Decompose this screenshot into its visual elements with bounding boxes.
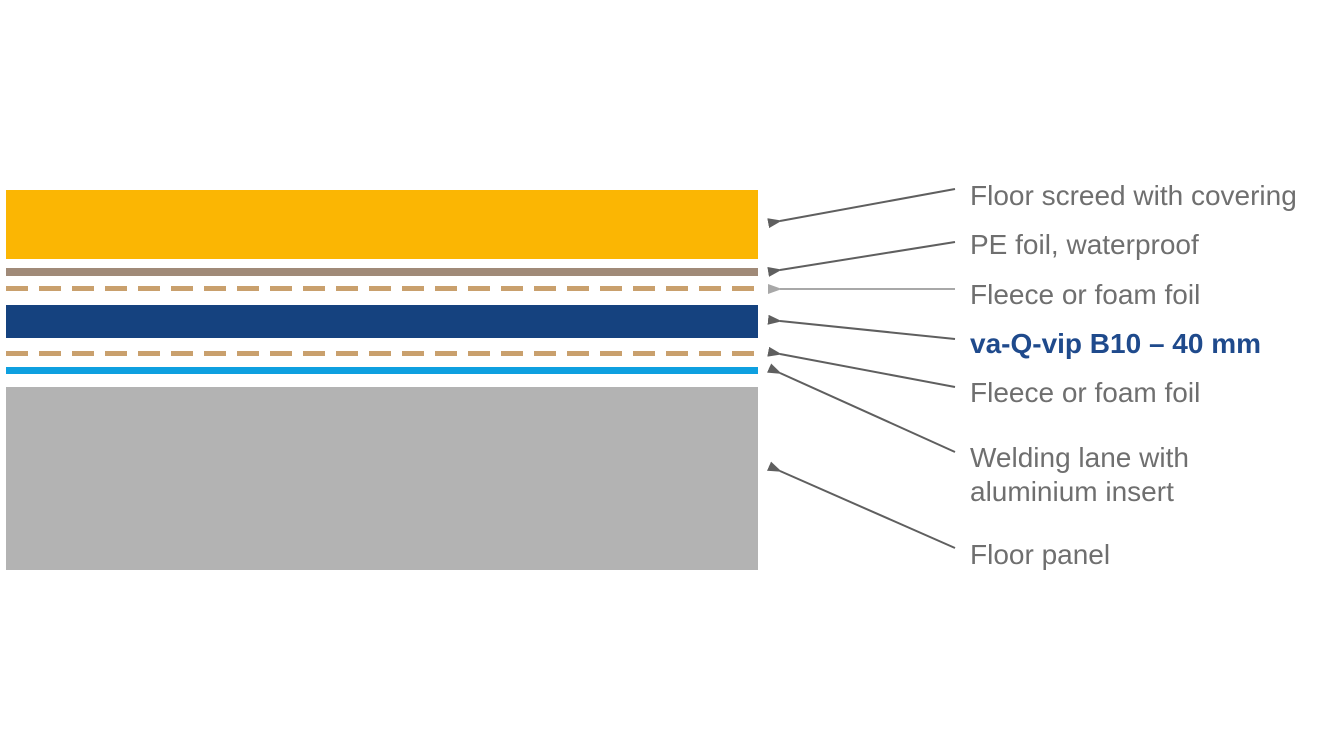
fleece-foam-foil-layer-bottom [6,351,758,356]
label-pe-foil: PE foil, waterproof [970,229,1199,260]
leader-pe-foil [767,241,956,277]
fleece-foam-foil-layer-top [6,286,758,291]
floor-panel-layer [6,387,758,570]
floor-screed-layer [6,190,758,259]
leader-fleece-bottom [767,346,956,388]
label-vip-panel: va-Q-vip B10 – 40 mm [970,328,1262,359]
leader-welding-lane [767,363,956,453]
label-fleece-bottom: Fleece or foam foil [970,377,1201,408]
pe-foil-layer [6,268,758,276]
label-floor-panel: Floor panel [970,539,1111,570]
label-welding-lane: Welding lane with aluminium insert [970,442,1189,507]
vip-panel-layer [6,305,758,338]
label-floor-screed: Floor screed with covering [970,180,1297,211]
label-fleece-top: Fleece or foam foil [970,279,1201,310]
leader-screed [767,188,956,229]
leader-vip [767,314,956,340]
leader-floor-panel [767,461,956,549]
welding-lane-layer [6,367,758,374]
